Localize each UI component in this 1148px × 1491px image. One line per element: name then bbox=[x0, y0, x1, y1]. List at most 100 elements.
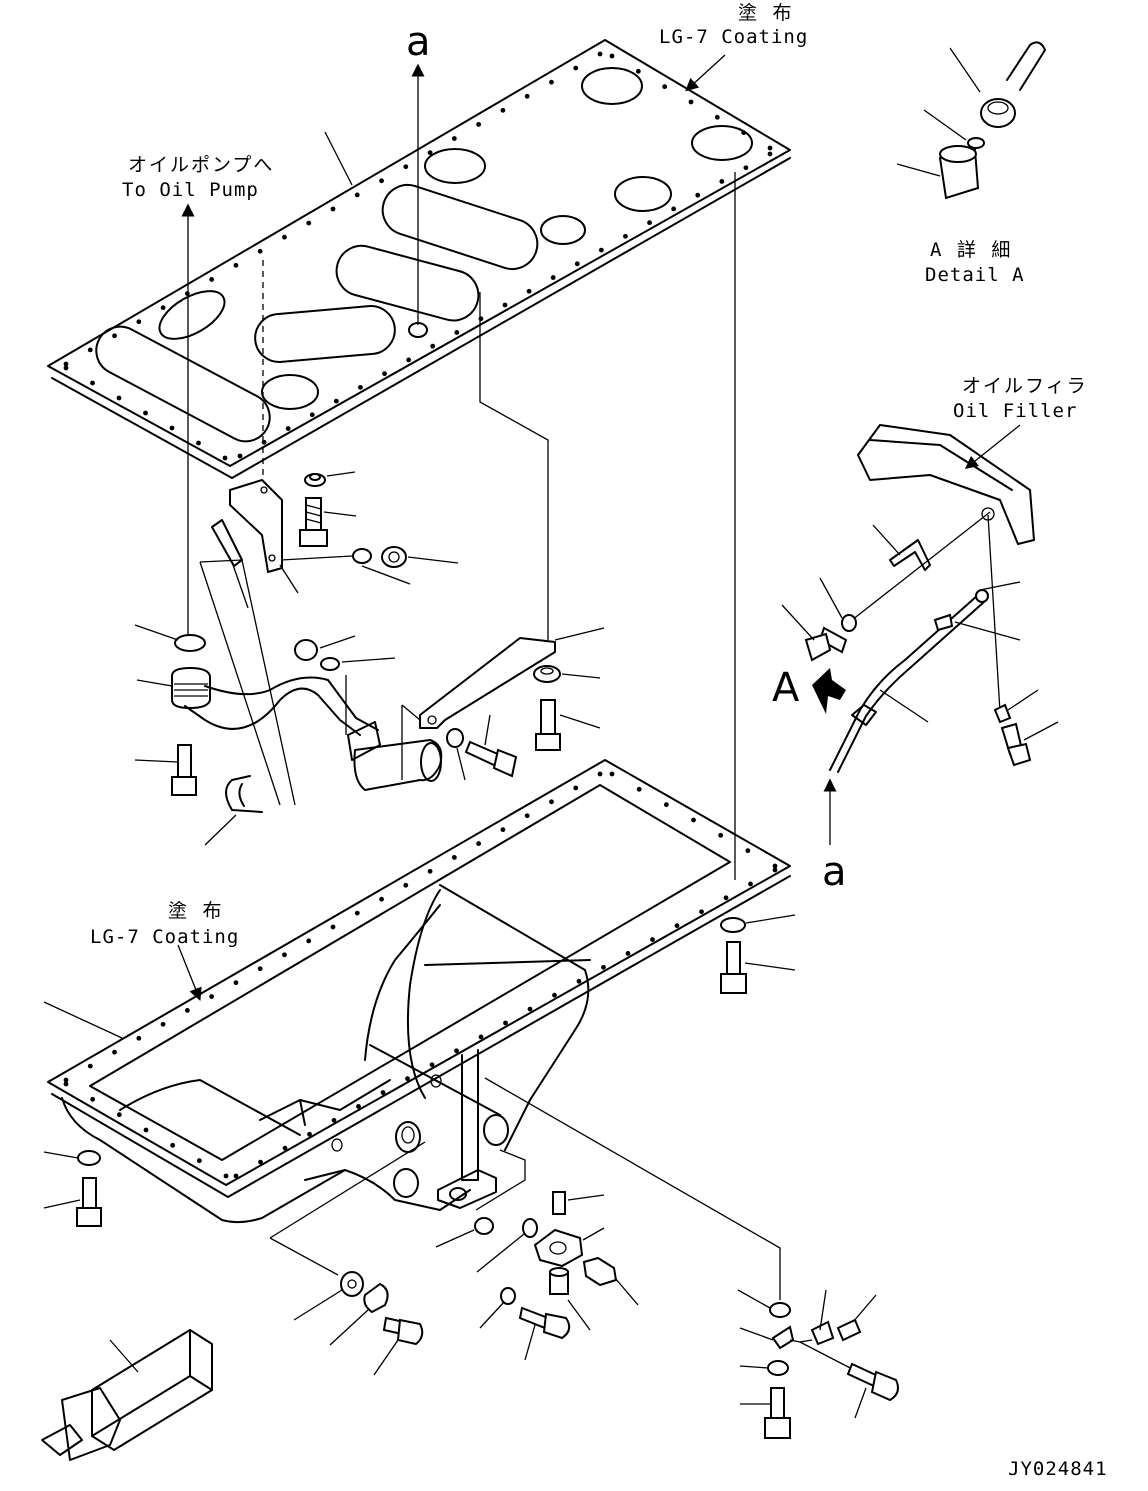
oil-pan-gasket bbox=[47, 39, 791, 479]
bolt-hole bbox=[403, 164, 409, 170]
dipstick-handle bbox=[889, 539, 931, 571]
bolt-hole bbox=[688, 99, 694, 105]
bolt-hole bbox=[526, 288, 532, 294]
bolt-hole bbox=[549, 79, 554, 85]
bolt-hole bbox=[650, 937, 655, 942]
oil-suction-pipe bbox=[171, 634, 443, 791]
detail-a-label-en: Detail A bbox=[925, 264, 1025, 286]
bolt-hole bbox=[331, 1117, 337, 1123]
bolt-hole bbox=[282, 952, 287, 958]
detail-a-parts bbox=[938, 41, 1046, 200]
bolt-hole bbox=[209, 994, 215, 999]
suction-bracket bbox=[211, 479, 283, 573]
bolt bbox=[76, 1177, 102, 1227]
bolt-hole bbox=[354, 910, 360, 916]
bolt-hole bbox=[767, 151, 773, 157]
bolt-hole bbox=[574, 261, 580, 267]
bolt-hole bbox=[598, 247, 604, 253]
bolt-hole bbox=[524, 813, 530, 819]
bolt-hole bbox=[330, 206, 336, 212]
coating-mid-label-jp: 塗 布 bbox=[168, 900, 224, 922]
bolt-hole bbox=[306, 220, 312, 226]
coating-mid-label-en: LG-7 Coating bbox=[90, 926, 240, 948]
bolt-hole bbox=[112, 1049, 117, 1055]
bolt-hole bbox=[196, 440, 201, 446]
bolt-hole bbox=[63, 1081, 69, 1087]
bolt-hole bbox=[87, 1063, 93, 1069]
bolt-hole bbox=[743, 165, 749, 171]
bolt bbox=[299, 497, 328, 547]
bolt-hole bbox=[237, 453, 243, 459]
bolt-hole bbox=[500, 827, 506, 833]
oil-filler-bracket bbox=[857, 424, 1035, 545]
bolt bbox=[846, 1362, 899, 1402]
bolt-hole bbox=[380, 1090, 386, 1095]
bolt-hole bbox=[87, 347, 93, 353]
bolt-hole bbox=[719, 179, 725, 184]
oil-pan bbox=[47, 759, 791, 1224]
pan-bolt-holes bbox=[63, 771, 778, 1179]
oil-pump-label-jp: オイルポンプへ bbox=[128, 154, 275, 176]
bolt-hole bbox=[524, 93, 530, 99]
bolt-hole bbox=[552, 992, 557, 998]
bolt-hole bbox=[662, 84, 668, 90]
bolt-hole bbox=[143, 1127, 149, 1133]
oil-pump-label-en: To Oil Pump bbox=[122, 179, 259, 201]
bolt-hole bbox=[745, 848, 751, 854]
bolt bbox=[1000, 722, 1032, 767]
detail-a-label-jp: A 詳 細 bbox=[930, 239, 1013, 261]
bolt-hole bbox=[723, 895, 729, 901]
bolt-hole bbox=[170, 1142, 176, 1148]
tool bbox=[41, 1329, 213, 1461]
bolt-hole bbox=[309, 412, 315, 418]
bolt-hole bbox=[160, 305, 166, 311]
bolt-hole bbox=[597, 771, 603, 777]
bolt-hole bbox=[403, 882, 409, 888]
bolt-hole bbox=[430, 343, 436, 349]
bolt-hole bbox=[691, 817, 696, 823]
bolt bbox=[518, 1306, 571, 1340]
oil-filler-label-jp: オイルフィラ bbox=[962, 375, 1088, 397]
bolt-hole bbox=[647, 220, 652, 226]
coating-top-label-en: LG-7 Coating bbox=[659, 26, 809, 48]
support-stay bbox=[419, 637, 556, 729]
bolt-hole bbox=[356, 1104, 361, 1109]
bolt-hole bbox=[405, 1076, 410, 1082]
bolt-hole bbox=[476, 841, 482, 846]
oil-filler-label-en: Oil Filler bbox=[953, 400, 1078, 422]
bolt-hole bbox=[695, 192, 701, 198]
bolt-hole bbox=[502, 302, 508, 308]
bolt-hole bbox=[184, 1008, 190, 1013]
bolt-hole bbox=[699, 909, 704, 915]
view-a-label: A bbox=[772, 665, 800, 711]
bolt bbox=[464, 740, 518, 778]
bolt-hole bbox=[233, 980, 239, 986]
bolt-hole bbox=[63, 365, 69, 371]
bolt-hole bbox=[333, 398, 339, 404]
bolt-hole bbox=[282, 1145, 288, 1151]
bolt-hole bbox=[674, 923, 680, 929]
bolt-hole bbox=[549, 799, 554, 805]
ref-a-right: a bbox=[822, 849, 847, 895]
bolt-hole bbox=[112, 333, 117, 339]
bolt-hole bbox=[573, 785, 579, 791]
bolt-hole bbox=[63, 361, 69, 367]
bolt-hole bbox=[635, 68, 641, 74]
bolt bbox=[535, 699, 561, 751]
bolt-hole bbox=[90, 380, 95, 386]
bolt-hole bbox=[454, 1048, 459, 1054]
bolt-hole bbox=[406, 357, 412, 363]
bolt-hole bbox=[379, 178, 384, 184]
bolt-hole bbox=[500, 107, 506, 113]
bolt-hole bbox=[63, 1077, 69, 1083]
bolt-hole bbox=[116, 395, 122, 401]
bolt-hole bbox=[718, 832, 724, 838]
bolt-hole bbox=[233, 262, 239, 268]
bolt-hole bbox=[625, 951, 631, 956]
ref-a-top: a bbox=[406, 19, 431, 65]
bolt bbox=[171, 744, 197, 796]
bolt-hole bbox=[358, 384, 363, 390]
bolt-hole bbox=[609, 771, 615, 777]
bolt-hole bbox=[209, 277, 215, 282]
bolt-hole bbox=[767, 145, 773, 151]
